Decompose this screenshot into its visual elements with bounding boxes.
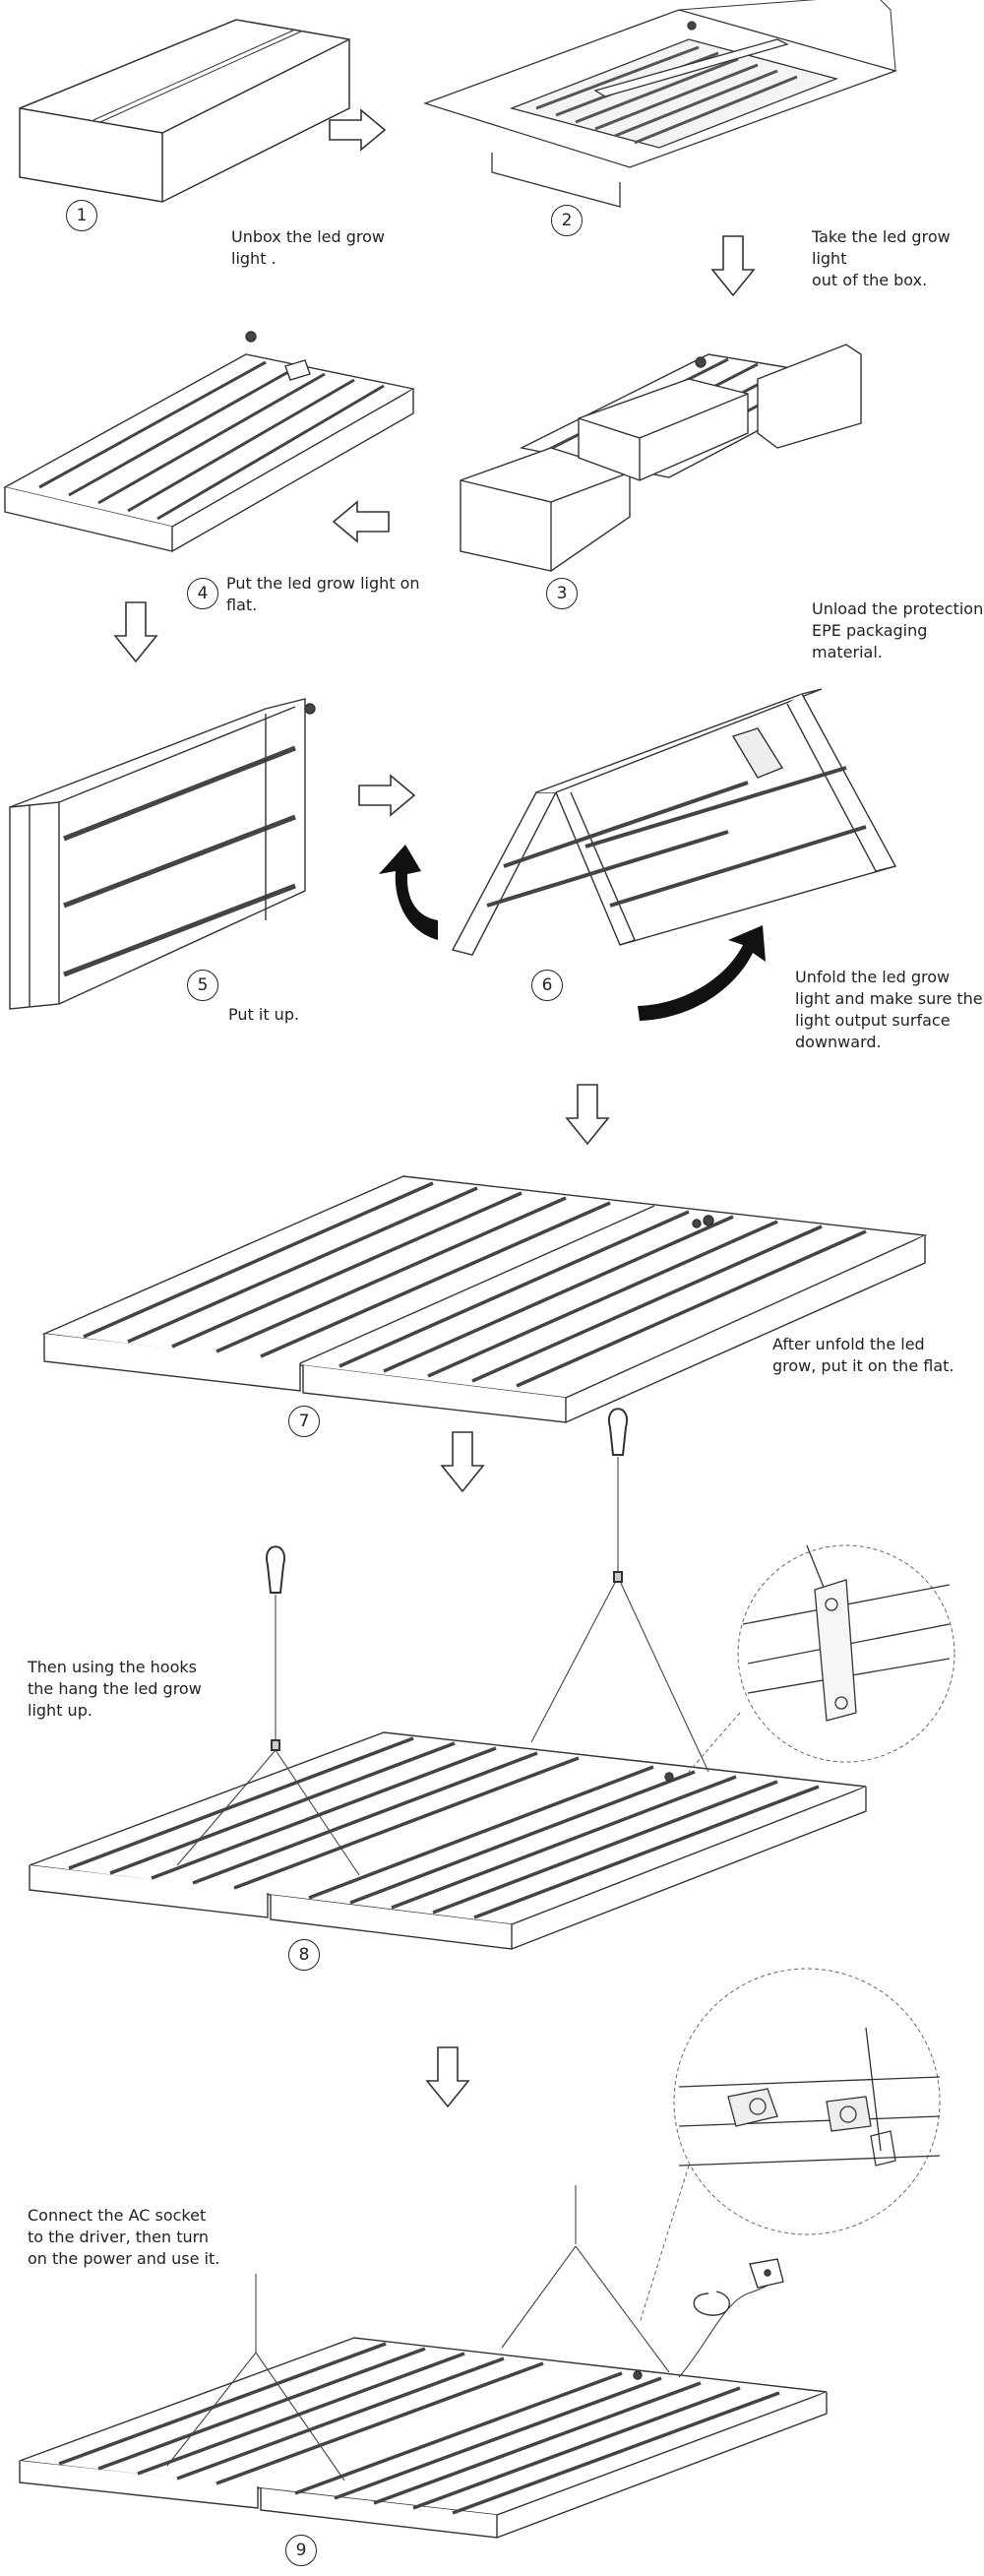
step-number-7: 7 bbox=[288, 1406, 320, 1437]
arrow-down-7-8 bbox=[441, 1431, 484, 1492]
step9-connected bbox=[19, 2337, 828, 2539]
rotate-arrow-left-icon bbox=[379, 845, 438, 940]
step-number-9: 9 bbox=[285, 2535, 317, 2566]
step6-a-frame bbox=[451, 688, 897, 956]
magnifier-detail-9 bbox=[639, 1968, 941, 2324]
step-caption-7: After unfold the led grow, put it on the… bbox=[772, 1335, 954, 1375]
step-number-8: 8 bbox=[288, 1939, 320, 1971]
step4-light-flat bbox=[3, 331, 415, 552]
arrow-down-6-7 bbox=[566, 1084, 609, 1145]
step5-standing bbox=[9, 698, 316, 1010]
arrow-right-5-6 bbox=[358, 775, 415, 816]
arrow-right-1-2 bbox=[329, 109, 386, 151]
arrow-down-2-3 bbox=[711, 235, 755, 296]
step7-unfolded bbox=[41, 1175, 928, 1423]
power-plug-icon bbox=[693, 2258, 784, 2316]
step-caption-2: Take the led grow light out of the box. bbox=[812, 227, 951, 289]
step-caption-8: Then using the hooks the hang the led gr… bbox=[28, 1658, 202, 1720]
step-number-5: 5 bbox=[187, 970, 218, 1001]
step1-closed-box bbox=[19, 19, 350, 203]
arrow-down-4-5 bbox=[114, 601, 157, 662]
arrow-left-3-4 bbox=[333, 501, 390, 542]
step-caption-1: Unbox the led grow light . bbox=[231, 227, 385, 268]
arrow-down-8-9 bbox=[426, 2046, 469, 2107]
step8-hanging bbox=[29, 1731, 867, 1950]
step-number-2: 2 bbox=[551, 205, 583, 236]
step-number-6: 6 bbox=[531, 970, 563, 1001]
step-number-1: 1 bbox=[66, 200, 97, 231]
step-number-4: 4 bbox=[187, 578, 218, 609]
step8-cables bbox=[176, 1457, 709, 1876]
step-caption-5: Put it up. bbox=[228, 1005, 300, 1024]
step-caption-3: Unload the protection EPE packaging mate… bbox=[812, 599, 984, 661]
hook-icon bbox=[265, 1408, 629, 1751]
magnifier-detail-8 bbox=[688, 1544, 955, 1773]
step-caption-6: Unfold the led grow light and make sure … bbox=[795, 968, 983, 1051]
step-number-3: 3 bbox=[546, 578, 578, 609]
step-caption-4: Put the led grow light on flat. bbox=[226, 574, 420, 614]
step3-epe-blocks bbox=[460, 344, 862, 572]
rotate-arrow-right-icon bbox=[638, 925, 766, 1021]
step-caption-9: Connect the AC socket to the driver, the… bbox=[28, 2206, 220, 2268]
step2-open-box bbox=[422, 0, 898, 208]
